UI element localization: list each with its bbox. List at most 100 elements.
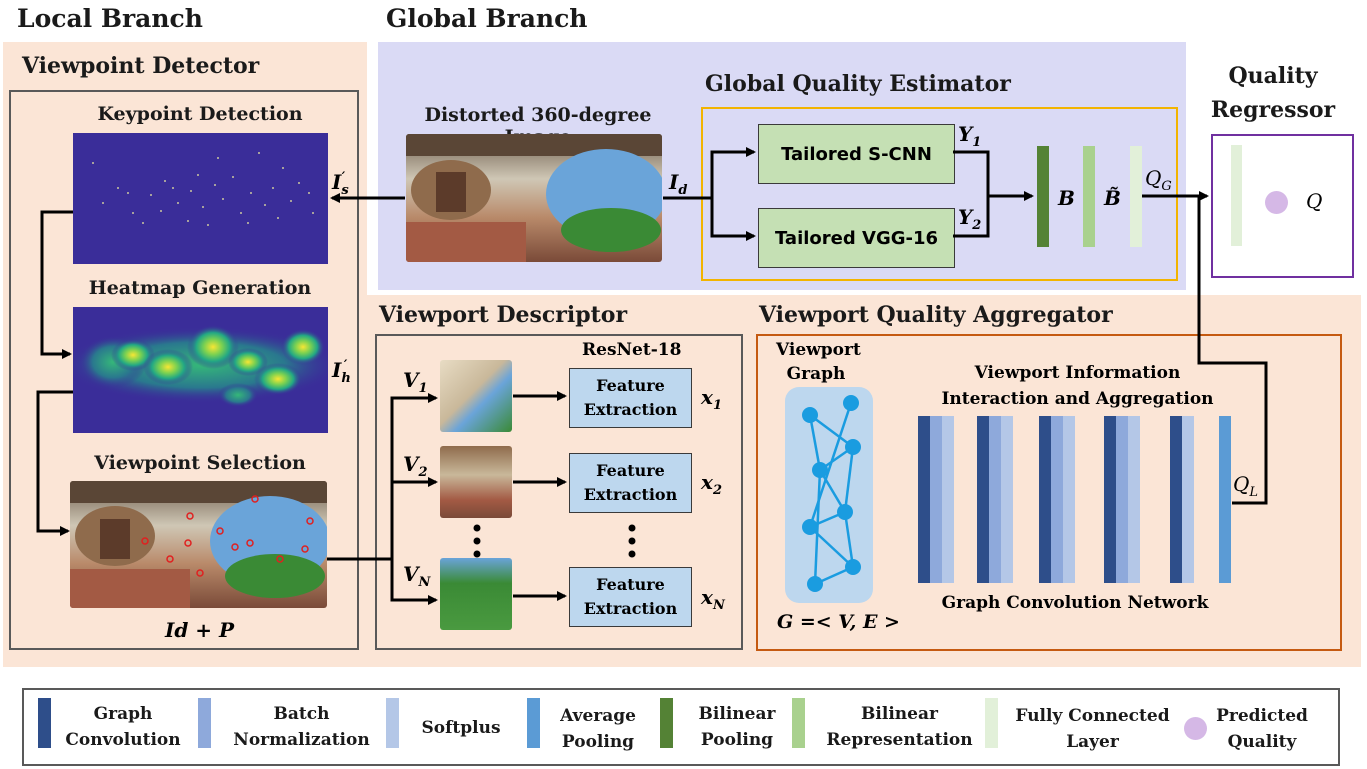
legend-predicted-quality-line1: Predicted (1216, 706, 1308, 726)
global-estimator-title: Global Quality Estimator (705, 71, 1011, 97)
id-plus-p-label: Id + P (165, 618, 235, 642)
legend-predicted-quality-swatch (1184, 717, 1207, 740)
legend-bilinear-pooling-line2: Pooling (700, 730, 774, 750)
x2-label: x2 (701, 470, 722, 498)
viewport-descriptor-box (375, 334, 743, 650)
viewport-2-image (440, 446, 512, 518)
global-estimator-box (701, 107, 1178, 281)
quality-regressor-title-line1: Quality (1228, 63, 1318, 89)
viewport-n-image (440, 558, 512, 630)
vi-interaction-title-line2: Interaction and Aggregation (941, 389, 1214, 409)
graph-definition: G =< V, E > (777, 611, 900, 633)
feature-extraction-2: Feature Extraction (569, 453, 692, 513)
legend-box (22, 688, 1340, 766)
global-branch-title: Global Branch (386, 4, 588, 33)
feature-extraction-2-line2: Extraction (583, 485, 678, 504)
legend-bilinear-pooling-line1: Bilinear (698, 704, 776, 724)
vn-label: VN (403, 562, 431, 590)
legend-fully-connected-swatch (985, 698, 998, 748)
viewport-graph-title-line2: Graph (786, 364, 846, 384)
feature-extraction-1: Feature Extraction (569, 368, 692, 428)
bilinear-pooling-bar (1037, 146, 1049, 247)
legend-batch-normalization-swatch (198, 698, 211, 748)
legend-average-pooling: Average Pooling (548, 703, 648, 755)
v1-label: V1 (403, 368, 428, 396)
feature-extraction-2-line1: Feature (596, 461, 665, 480)
legend-graph-convolution: Graph Convolution (58, 701, 188, 753)
legend-batch-normalization: Batch Normalization (229, 701, 374, 753)
viewport-graph (785, 387, 873, 603)
vi-interaction-title-line1: Viewport Information (974, 363, 1181, 383)
qg-label: QG (1145, 166, 1172, 194)
v2-label: V2 (403, 452, 428, 480)
legend-average-pooling-line2: Pooling (561, 732, 635, 752)
bilinear-representation-bar (1083, 146, 1095, 247)
x1-label: x1 (701, 385, 722, 413)
feature-extraction-n-line2: Extraction (583, 599, 678, 618)
viewpoint-selection-label: Viewpoint Selection (94, 452, 306, 474)
average-pooling-bar (1219, 416, 1231, 583)
viewpoint-detector-box (9, 90, 359, 650)
aggregator-title: Viewport Quality Aggregator (759, 302, 1113, 328)
viewport-descriptor-title: Viewport Descriptor (379, 302, 628, 328)
legend-fully-connected-line2: Layer (1066, 732, 1119, 752)
legend-bilinear-pooling: Bilinear Pooling (682, 701, 792, 753)
legend-graph-convolution-swatch (38, 698, 51, 748)
legend-softplus-line1: Softplus (421, 718, 501, 738)
tailored-scnn-box: Tailored S-CNN (758, 124, 955, 184)
legend-bilinear-pooling-swatch (660, 698, 673, 748)
distorted-360-image (406, 134, 662, 262)
fully-connected-bar (1130, 146, 1142, 247)
legend-predicted-quality-line2: Quality (1227, 732, 1297, 752)
q-label: Q (1306, 189, 1323, 213)
aggregator-box (756, 334, 1342, 651)
ql-label: QL (1233, 472, 1259, 500)
b-tilde-label: B̃ (1104, 186, 1121, 210)
legend-bilinear-representation-line2: Representation (826, 730, 973, 750)
gcn-block-5 (1170, 416, 1194, 583)
gcn-label: Graph Convolution Network (941, 593, 1209, 613)
id-label: Id (669, 170, 688, 198)
legend-graph-convolution-line2: Convolution (65, 730, 181, 750)
quality-regressor-title-line2: Regressor (1210, 97, 1336, 123)
local-branch-title: Local Branch (17, 4, 203, 33)
heatmap (73, 307, 328, 433)
viewport-1-image (440, 360, 512, 432)
legend-bilinear-representation-line1: Bilinear (861, 704, 938, 724)
legend-batch-normalization-line2: Normalization (233, 730, 370, 750)
feature-extraction-1-line1: Feature (596, 376, 665, 395)
feature-extraction-n-line1: Feature (596, 575, 665, 594)
legend-average-pooling-swatch (527, 698, 540, 748)
legend-bilinear-representation-swatch (792, 698, 805, 748)
feature-extraction-1-line2: Extraction (583, 400, 678, 419)
legend-batch-normalization-line1: Batch (273, 704, 330, 724)
y2-label: Y2 (958, 205, 982, 233)
tailored-vgg16-box: Tailored VGG-16 (758, 208, 955, 268)
legend-bilinear-representation: Bilinear Representation (817, 701, 982, 753)
legend-average-pooling-line1: Average (560, 706, 636, 726)
resnet-label: ResNet-18 (582, 340, 682, 360)
viewpoint-detector-title: Viewpoint Detector (22, 53, 260, 79)
xn-label: xN (701, 585, 725, 613)
legend-fully-connected-line1: Fully Connected (1015, 706, 1170, 726)
gcn-block-4 (1104, 416, 1140, 583)
y1-label: Y1 (958, 122, 982, 150)
viewport-graph-title-line1: Viewport (776, 340, 861, 360)
gcn-block-1 (918, 416, 954, 583)
gcn-block-2 (977, 416, 1013, 583)
feature-extraction-n: Feature Extraction (569, 567, 692, 627)
legend-softplus-swatch (386, 698, 399, 748)
regressor-fc-bar (1231, 145, 1242, 246)
is-prime-label: Is′ (332, 170, 349, 198)
viewpoint-selection-image (70, 481, 327, 608)
legend-fully-connected: Fully Connected Layer (1005, 703, 1180, 755)
vi-interaction-title: Viewport Information Interaction and Agg… (915, 360, 1240, 412)
keypoint-map (73, 133, 328, 264)
predicted-quality-dot (1265, 191, 1288, 214)
gcn-block-3 (1039, 416, 1075, 583)
ih-prime-label: Ih′ (332, 358, 351, 386)
legend-predicted-quality: Predicted Quality (1210, 703, 1314, 755)
heatmap-generation-label: Heatmap Generation (88, 277, 312, 299)
quality-regressor-title: Quality Regressor (1198, 59, 1348, 127)
